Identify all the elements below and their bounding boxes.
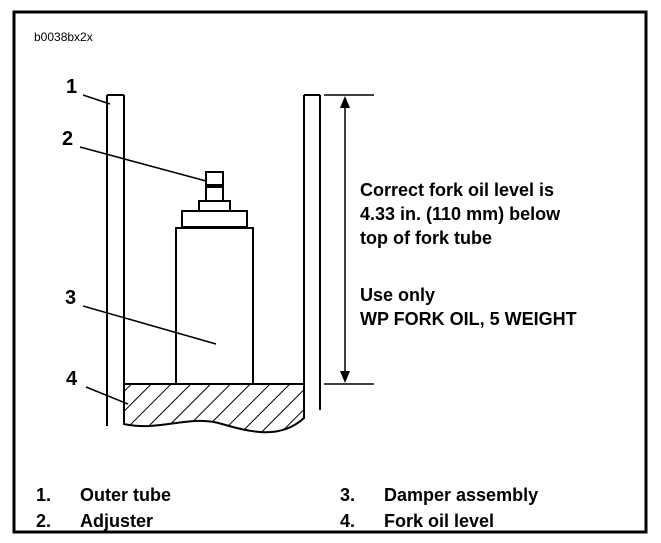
callout-leaders xyxy=(79,94,217,405)
oil-level-note-line: Correct fork oil level is xyxy=(360,180,555,200)
legend-label: Damper assembly xyxy=(384,485,539,505)
callout-1: 1 xyxy=(66,76,78,98)
callout-2: 2 xyxy=(62,128,74,150)
legend-item-outer-tube: 1. Outer tube xyxy=(36,485,171,506)
page-border xyxy=(12,10,648,534)
legend-label: Fork oil level xyxy=(384,511,495,531)
legend-number: 3. xyxy=(340,485,356,505)
legend-item-fork-oil-level: 4. Fork oil level xyxy=(340,511,494,532)
legend-number: 4. xyxy=(340,511,356,531)
legend-item-adjuster: 2. Adjuster xyxy=(36,511,153,532)
callout-3: 3 xyxy=(65,287,77,309)
dimension-line xyxy=(324,94,374,385)
oil-type-note: Use only WP FORK OIL, 5 WEIGHT xyxy=(360,283,577,331)
oil-level-note-line: 4.33 in. (110 mm) below xyxy=(360,204,561,224)
outer-tube xyxy=(106,94,321,426)
legend-number: 2. xyxy=(36,511,52,531)
oil-level-note-line: top of fork tube xyxy=(360,228,492,248)
legend-label: Outer tube xyxy=(80,485,172,505)
dimension-arrowheads xyxy=(340,96,350,383)
legend-item-damper-assembly: 3. Damper assembly xyxy=(340,485,538,506)
callout-4: 4 xyxy=(66,368,78,390)
fork-oil xyxy=(123,383,305,434)
figure-id: b0038bx2x xyxy=(34,30,93,44)
oil-level-note: Correct fork oil level is 4.33 in. (110 … xyxy=(360,178,560,250)
legend-label: Adjuster xyxy=(80,511,154,531)
legend-number: 1. xyxy=(36,485,52,505)
oil-type-note-line: WP FORK OIL, 5 WEIGHT xyxy=(360,309,577,329)
oil-type-note-line: Use only xyxy=(360,285,436,305)
damper-assembly xyxy=(175,171,254,385)
